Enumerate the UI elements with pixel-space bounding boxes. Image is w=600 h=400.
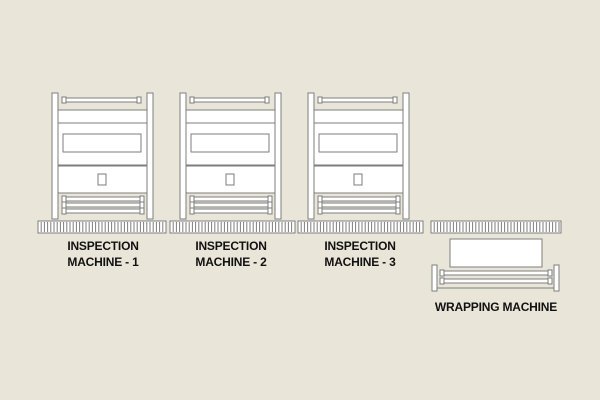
machine-label-2-line1: INSPECTION bbox=[195, 239, 267, 253]
machine-label-3-line1: INSPECTION bbox=[324, 239, 396, 253]
conveyor-1 bbox=[37, 220, 167, 234]
conveyor-2-frame bbox=[169, 220, 296, 234]
conveyor-4 bbox=[430, 220, 562, 234]
bottom-roller-3-body bbox=[193, 208, 269, 214]
bottom-roller-3-end-right bbox=[139, 207, 145, 215]
conveyor-3 bbox=[297, 220, 424, 234]
machine-label-1-line1: INSPECTION bbox=[67, 239, 139, 253]
bottom-roller-3-end-left bbox=[317, 207, 323, 215]
inspection-machine-2 bbox=[179, 92, 282, 220]
bottom-roller-3 bbox=[189, 207, 273, 215]
wrapping-roller-2-body bbox=[443, 278, 549, 284]
bottom-roller-2 bbox=[61, 201, 145, 209]
left-post bbox=[179, 92, 187, 220]
right-post bbox=[274, 92, 282, 220]
top-roller-end-right bbox=[264, 96, 270, 104]
bottom-roller-2-body bbox=[193, 202, 269, 208]
bottom-roller-2-end-right bbox=[139, 201, 145, 209]
left-post bbox=[307, 92, 315, 220]
bottom-roller-3-end-right bbox=[395, 207, 401, 215]
right-post bbox=[402, 92, 410, 220]
left-post bbox=[51, 92, 59, 220]
bottom-roller-3-body bbox=[321, 208, 397, 214]
wrapping-machine-label-text: WRAPPING MACHINE bbox=[434, 300, 558, 314]
top-roller-end-left bbox=[61, 96, 67, 104]
control-box bbox=[97, 173, 107, 186]
wrapping-cabinet bbox=[449, 238, 543, 268]
wrapping-right-post bbox=[553, 264, 560, 292]
wrapping-roller-2-end-right bbox=[547, 277, 553, 285]
bottom-roller-1-end-left bbox=[189, 195, 195, 203]
bottom-roller-2-body bbox=[321, 202, 397, 208]
inspection-window bbox=[318, 133, 398, 153]
machine-label-1: INSPECTION MACHINE - 1 bbox=[33, 238, 173, 270]
top-roller bbox=[189, 96, 270, 104]
control-box bbox=[353, 173, 363, 186]
top-roller-end-right bbox=[392, 96, 398, 104]
top-roller-end-right bbox=[136, 96, 142, 104]
bottom-roller-1 bbox=[189, 195, 273, 203]
top-roller-body bbox=[65, 97, 138, 103]
machine-label-1-line2: MACHINE - 1 bbox=[67, 255, 139, 269]
bottom-roller-3 bbox=[317, 207, 401, 215]
top-roller-end-left bbox=[317, 96, 323, 104]
bottom-roller-2 bbox=[189, 201, 273, 209]
bottom-roller-1 bbox=[317, 195, 401, 203]
bottom-roller-2-end-left bbox=[189, 201, 195, 209]
bottom-roller-2-end-left bbox=[61, 201, 67, 209]
conveyor-3-frame bbox=[297, 220, 424, 234]
machine-label-3-line2: MACHINE - 3 bbox=[324, 255, 396, 269]
bottom-roller-2-end-right bbox=[395, 201, 401, 209]
top-roller bbox=[61, 96, 142, 104]
right-post bbox=[146, 92, 154, 220]
bottom-roller-3-body bbox=[65, 208, 141, 214]
wrapping-machine-label: WRAPPING MACHINE bbox=[425, 299, 567, 315]
bottom-roller-1-end-right bbox=[139, 195, 145, 203]
bottom-roller-2 bbox=[317, 201, 401, 209]
wrapping-roller-1-end-right bbox=[547, 269, 553, 277]
bottom-roller-1-end-left bbox=[61, 195, 67, 203]
conveyor-2 bbox=[169, 220, 296, 234]
machine-label-2: INSPECTION MACHINE - 2 bbox=[161, 238, 301, 270]
top-roller-end-left bbox=[189, 96, 195, 104]
bottom-roller-2-body bbox=[65, 202, 141, 208]
bottom-roller-1 bbox=[61, 195, 145, 203]
control-box bbox=[225, 173, 235, 186]
bottom-roller-1-body bbox=[65, 196, 141, 202]
bottom-roller-3-end-left bbox=[189, 207, 195, 215]
machine-label-2-line2: MACHINE - 2 bbox=[195, 255, 267, 269]
wrapping-roller-1-body bbox=[443, 270, 549, 276]
wrapping-left-post bbox=[431, 264, 438, 292]
inspection-window bbox=[62, 133, 142, 153]
inspection-machine-1 bbox=[51, 92, 154, 220]
bottom-roller-3-end-left bbox=[61, 207, 67, 215]
top-roller-body bbox=[193, 97, 266, 103]
top-roller-body bbox=[321, 97, 394, 103]
bottom-roller-2-end-left bbox=[317, 201, 323, 209]
bottom-roller-1-body bbox=[321, 196, 397, 202]
bottom-roller-2-end-right bbox=[267, 201, 273, 209]
bottom-roller-1-body bbox=[193, 196, 269, 202]
wrapping-roller-1 bbox=[439, 269, 553, 277]
inspection-window bbox=[190, 133, 270, 153]
wrapping-machine bbox=[431, 238, 560, 292]
wrapping-roller-2 bbox=[439, 277, 553, 285]
bottom-roller-3 bbox=[61, 207, 145, 215]
bottom-roller-1-end-right bbox=[395, 195, 401, 203]
bottom-roller-1-end-left bbox=[317, 195, 323, 203]
wrapping-roller-1-end-left bbox=[439, 269, 445, 277]
top-roller bbox=[317, 96, 398, 104]
bottom-roller-1-end-right bbox=[267, 195, 273, 203]
inspection-machine-3 bbox=[307, 92, 410, 220]
machine-label-3: INSPECTION MACHINE - 3 bbox=[290, 238, 430, 270]
wrapping-roller-2-end-left bbox=[439, 277, 445, 285]
bottom-roller-3-end-right bbox=[267, 207, 273, 215]
